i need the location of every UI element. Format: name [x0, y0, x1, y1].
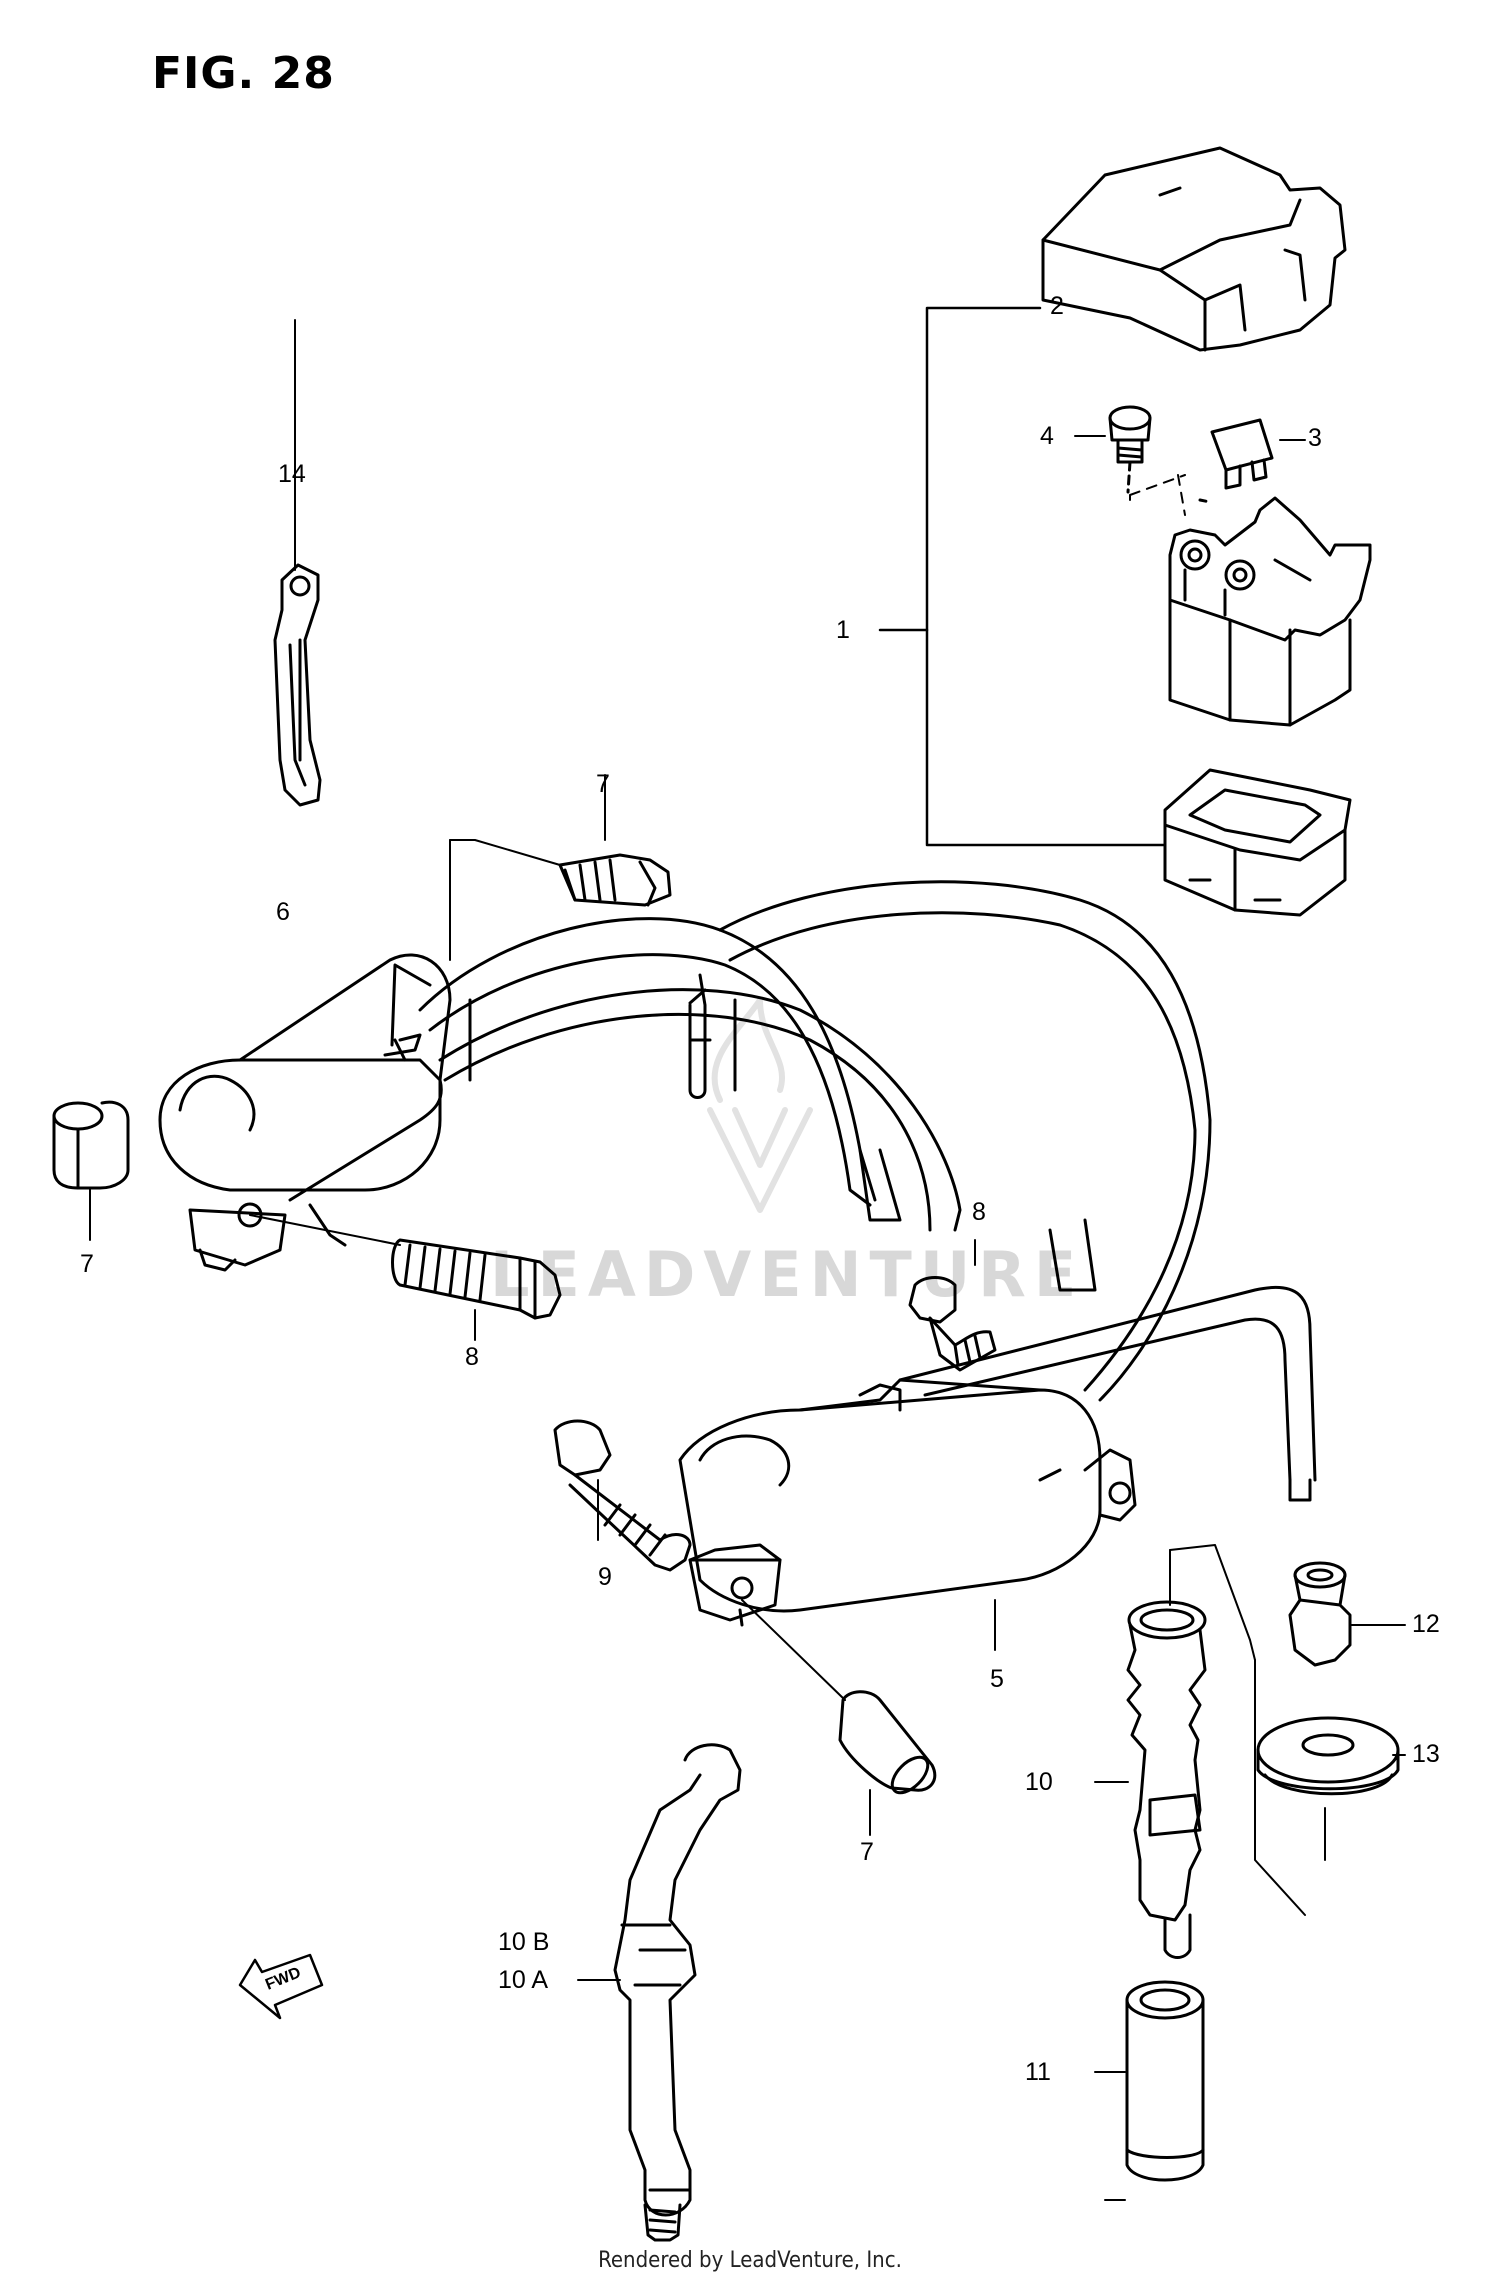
callout-2: 2 [1050, 292, 1064, 320]
footer-credit: Rendered by LeadVenture, Inc. [598, 2248, 902, 2273]
callout-10: 10 [1025, 1768, 1053, 1796]
figure-title: FIG. 28 [152, 48, 335, 99]
part-5-ignition-coil [678, 1285, 1317, 1651]
part-1-starter-relay [1168, 496, 1372, 727]
part-13-washer [1256, 1716, 1400, 1796]
part-8-screw-lower [908, 1239, 997, 1372]
part-6-ignition-coil [158, 953, 452, 1272]
callout-4: 4 [1040, 422, 1054, 450]
assembly-line-4 [1129, 474, 1186, 501]
part-14-clamp [273, 319, 322, 807]
part-3-fuse [1198, 418, 1274, 504]
callout-13: 13 [1412, 1740, 1440, 1768]
part-7-plug-cap-upper [52, 1100, 130, 1241]
fwd-arrow-icon: FWD [238, 1953, 324, 2020]
part-9-bolt-upper [249, 1214, 562, 1341]
part-10a-10b-hose [613, 1743, 742, 2242]
callout-10a: 10 A [498, 1966, 549, 1994]
callout-8-lower: 8 [972, 1198, 986, 1226]
callout-3: 3 [1308, 424, 1322, 452]
callout-5: 5 [990, 1665, 1004, 1693]
watermark: LEADVENTURE [490, 1238, 1085, 1311]
callout-9-lower: 9 [598, 1563, 612, 1591]
part-11-plug-cover [1104, 1980, 1205, 2201]
part-2-relay-cover [1041, 146, 1347, 352]
callout-7-upper: 7 [80, 1250, 94, 1278]
part-7-plug-cap-lower [741, 1599, 937, 1836]
leader-lines [577, 435, 1406, 2073]
callout-14: 14 [278, 460, 306, 488]
part-9-bolt-lower [553, 1419, 692, 1572]
callout-12: 12 [1412, 1610, 1440, 1638]
callout-1: 1 [836, 616, 850, 644]
part-1-rubber-cushion [1163, 768, 1352, 917]
callout-6: 6 [276, 898, 290, 926]
part-10-hose [1126, 1544, 1326, 1959]
part-8-screw-upper [449, 774, 672, 961]
part-4-screw [1108, 405, 1152, 494]
callout-10b: 10 B [498, 1928, 550, 1956]
part-1-bracket [878, 306, 1167, 847]
callout-7-lower: 7 [860, 1838, 874, 1866]
assembly-line-relay [1177, 474, 1186, 516]
callout-8-upper: 7 [596, 770, 610, 798]
watermark-emblem [707, 997, 813, 1213]
callout-11: 11 [1025, 2058, 1051, 2086]
high-tension-leads [418, 880, 1212, 1402]
part-12-grommet [1288, 1561, 1352, 1667]
callout-9-upper: 8 [465, 1343, 479, 1371]
